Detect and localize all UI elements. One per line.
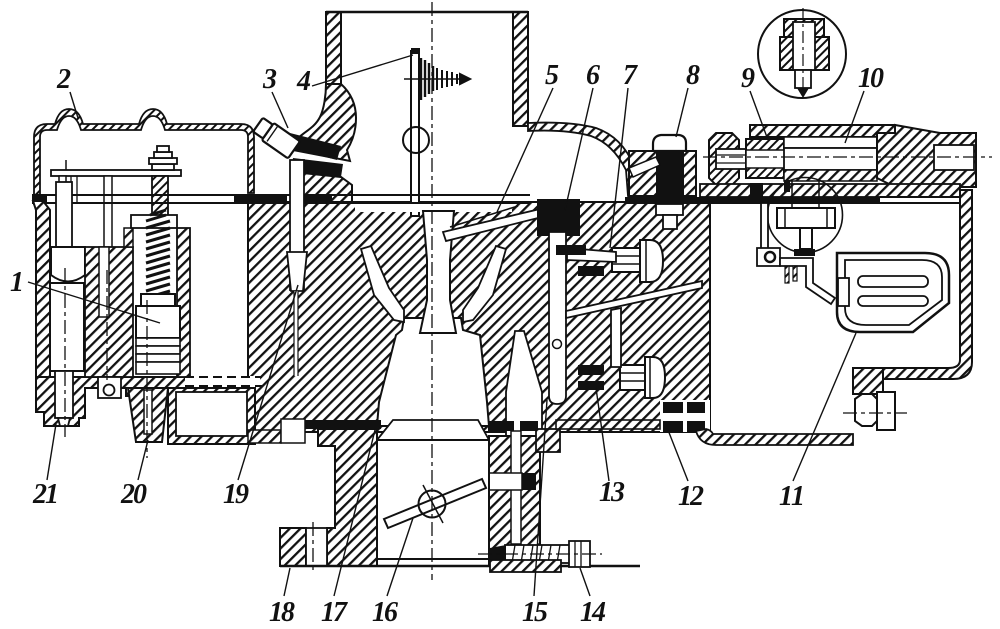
svg-text:17: 17 — [321, 597, 348, 628]
svg-text:1: 1 — [10, 267, 24, 298]
svg-text:7: 7 — [623, 60, 638, 91]
svg-text:13: 13 — [599, 477, 625, 508]
svg-text:4: 4 — [296, 66, 311, 97]
svg-text:5: 5 — [545, 60, 559, 91]
svg-text:16: 16 — [372, 597, 398, 628]
svg-text:18: 18 — [269, 597, 295, 628]
svg-text:10: 10 — [858, 63, 884, 94]
svg-text:14: 14 — [580, 597, 606, 628]
svg-text:15: 15 — [522, 597, 548, 628]
svg-text:2: 2 — [56, 64, 71, 95]
svg-text:19: 19 — [223, 479, 249, 510]
svg-text:11: 11 — [779, 481, 805, 512]
svg-text:12: 12 — [678, 481, 704, 512]
svg-text:9: 9 — [741, 63, 755, 94]
svg-text:21: 21 — [32, 479, 59, 510]
svg-text:6: 6 — [586, 60, 600, 91]
svg-text:8: 8 — [686, 60, 700, 91]
svg-text:20: 20 — [120, 479, 147, 510]
svg-text:3: 3 — [262, 64, 277, 95]
